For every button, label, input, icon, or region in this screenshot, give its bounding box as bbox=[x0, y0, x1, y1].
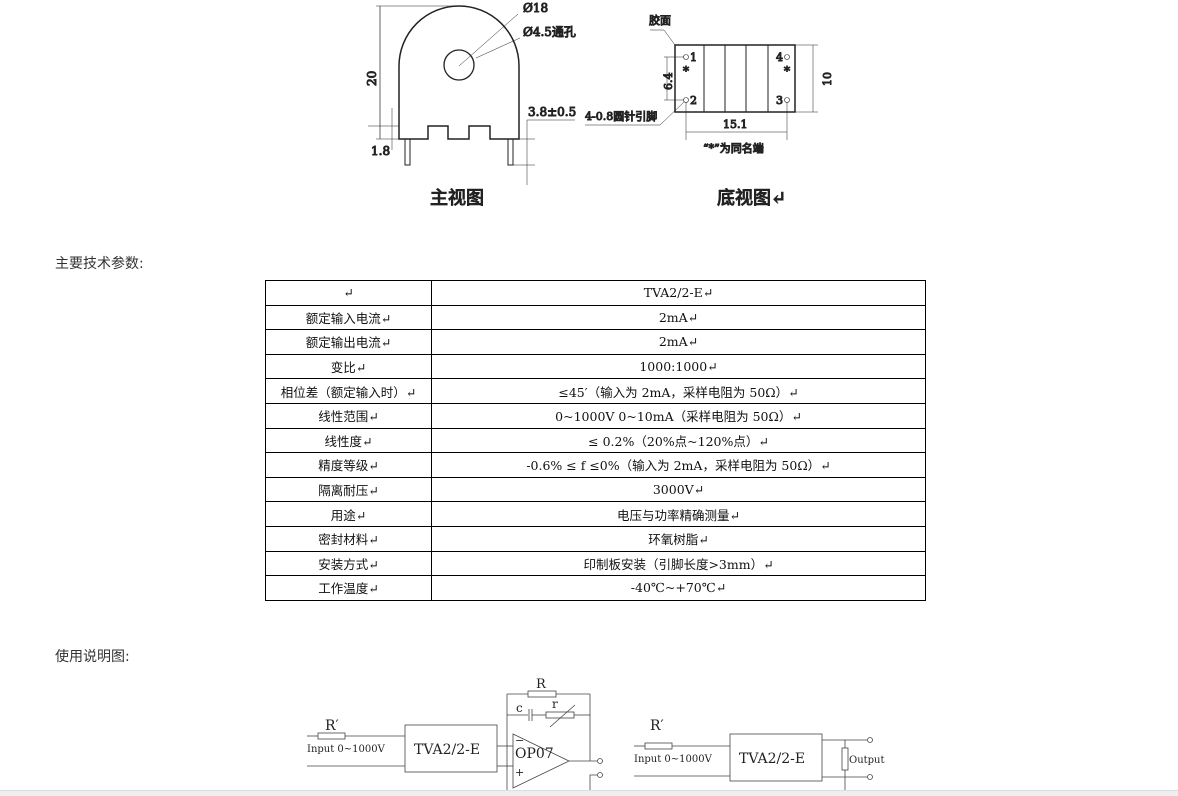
param-value-cell: -40℃~+70℃↵ bbox=[431, 575, 926, 601]
table-row: 线性范围↵0~1000V 0~10mA（采样电阻为 50Ω）↵ bbox=[265, 402, 926, 429]
param-value-cell: 0~1000V 0~10mA（采样电阻为 50Ω）↵ bbox=[431, 402, 926, 429]
pin-4-label: 4 bbox=[776, 51, 783, 64]
table-row: 密封材料↵环氧树脂↵ bbox=[265, 525, 926, 552]
pin-3-label: 3 bbox=[776, 94, 783, 107]
front-view: 20 1.8 3.8±0.5 Ø18 Ø4.5通孔 主视图 bbox=[365, 1, 577, 210]
param-name-cell: 用途↵ bbox=[265, 501, 432, 527]
r-small-label: r bbox=[552, 697, 558, 711]
table-row: 工作温度↵-40℃~+70℃↵ bbox=[265, 575, 926, 601]
param-name-cell: 额定输出电流↵ bbox=[265, 329, 432, 355]
r-prime-label: R′ bbox=[325, 718, 339, 734]
c-label: c bbox=[516, 701, 523, 715]
dim-width-label: 15.1 bbox=[723, 118, 748, 131]
dim-pitch-label: 6.4 bbox=[662, 73, 675, 91]
param-value-cell: ≤45′（输入为 2mA，采样电阻为 50Ω）↵ bbox=[431, 378, 926, 404]
param-name-cell: 变比↵ bbox=[265, 353, 432, 380]
input-label: Input 0~1000V bbox=[307, 744, 386, 755]
r-label: R bbox=[536, 677, 547, 692]
r-prime-label: R′ bbox=[650, 718, 664, 734]
minus-label: − bbox=[515, 734, 524, 747]
dim-diameter-label: Ø18 bbox=[523, 1, 548, 15]
table-row: 线性度↵≤ 0.2%（20%点~120%点）↵ bbox=[265, 427, 926, 454]
dim-height-label: 20 bbox=[365, 71, 379, 86]
bottom-view-title: 底视图↵ bbox=[717, 188, 786, 209]
output-label: Output bbox=[849, 755, 885, 766]
glue-face-label: 胶面 bbox=[649, 13, 671, 27]
param-value-cell: 电压与功率精确测量↵ bbox=[431, 501, 926, 527]
pin-1-label: 1 bbox=[690, 51, 697, 64]
table-row: 隔离耐压↵3000V↵ bbox=[265, 476, 926, 503]
pin-2-label: 2 bbox=[690, 94, 697, 107]
table-row: 安装方式↵印制板安装（引脚长度>3mm）↵ bbox=[265, 550, 926, 577]
dim-hole-label: Ø4.5通孔 bbox=[523, 25, 576, 39]
param-value-cell: 印制板安装（引脚长度>3mm）↵ bbox=[431, 550, 926, 577]
star-mark: * bbox=[683, 64, 689, 78]
table-row: 变比↵1000:1000↵ bbox=[265, 353, 926, 380]
pins-label: 4-0.8圆针引脚 bbox=[585, 109, 657, 123]
polarity-note: “*”为同名端 bbox=[703, 141, 764, 155]
device-label: TVA2/2-E bbox=[414, 742, 480, 758]
input-label: Input 0~1000V bbox=[634, 754, 713, 765]
star-mark: * bbox=[784, 64, 790, 78]
usage-heading: 使用说明图: bbox=[55, 649, 130, 665]
param-value-cell: 1000:1000↵ bbox=[431, 353, 926, 380]
front-view-title: 主视图 bbox=[430, 188, 484, 209]
param-name-cell: 工作温度↵ bbox=[265, 575, 432, 601]
specs-heading: 主要技术参数: bbox=[55, 256, 144, 272]
dim-base-label: 1.8 bbox=[371, 144, 390, 158]
table-row: 相位差（额定输入时）↵≤45′（输入为 2mA，采样电阻为 50Ω）↵ bbox=[265, 378, 926, 404]
table-row: 额定输出电流↵2mA↵ bbox=[265, 329, 926, 355]
dim-height-label: 10 bbox=[821, 72, 834, 86]
param-name-cell: 精度等级↵ bbox=[265, 452, 432, 478]
bottom-view: 1 2 4 3 * * 6.4 10 15.1 “*”为同名端 胶面 4-0.8… bbox=[585, 13, 835, 210]
param-value-cell: 环氧树脂↵ bbox=[431, 525, 926, 552]
circuit-resistor-output: R′ Input 0~1000V TVA2/2-E Output bbox=[634, 718, 885, 795]
plus-label: + bbox=[515, 766, 524, 779]
specs-table: ↵TVA2/2-E↵ 额定输入电流↵2mA↵额定输出电流↵2mA↵变比↵1000… bbox=[265, 280, 926, 601]
circuit-opamp: R′ Input 0~1000V TVA2/2-E OP07 − + R c r bbox=[307, 677, 603, 795]
table-row: 精度等级↵-0.6% ≤ f ≤0%（输入为 2mA，采样电阻为 50Ω）↵ bbox=[265, 452, 926, 478]
dim-pin-label: 3.8±0.5 bbox=[528, 105, 576, 119]
opamp-label: OP07 bbox=[515, 746, 554, 762]
dimension-drawings: 20 1.8 3.8±0.5 Ø18 Ø4.5通孔 主视图 1 2 4 3 * … bbox=[365, 1, 835, 210]
device-label: TVA2/2-E bbox=[739, 751, 805, 767]
page-bottom-border bbox=[0, 790, 1178, 796]
param-value-cell: ≤ 0.2%（20%点~120%点）↵ bbox=[431, 427, 926, 454]
table-row: 用途↵电压与功率精确测量↵ bbox=[265, 501, 926, 527]
param-value-cell: 3000V↵ bbox=[431, 476, 926, 503]
